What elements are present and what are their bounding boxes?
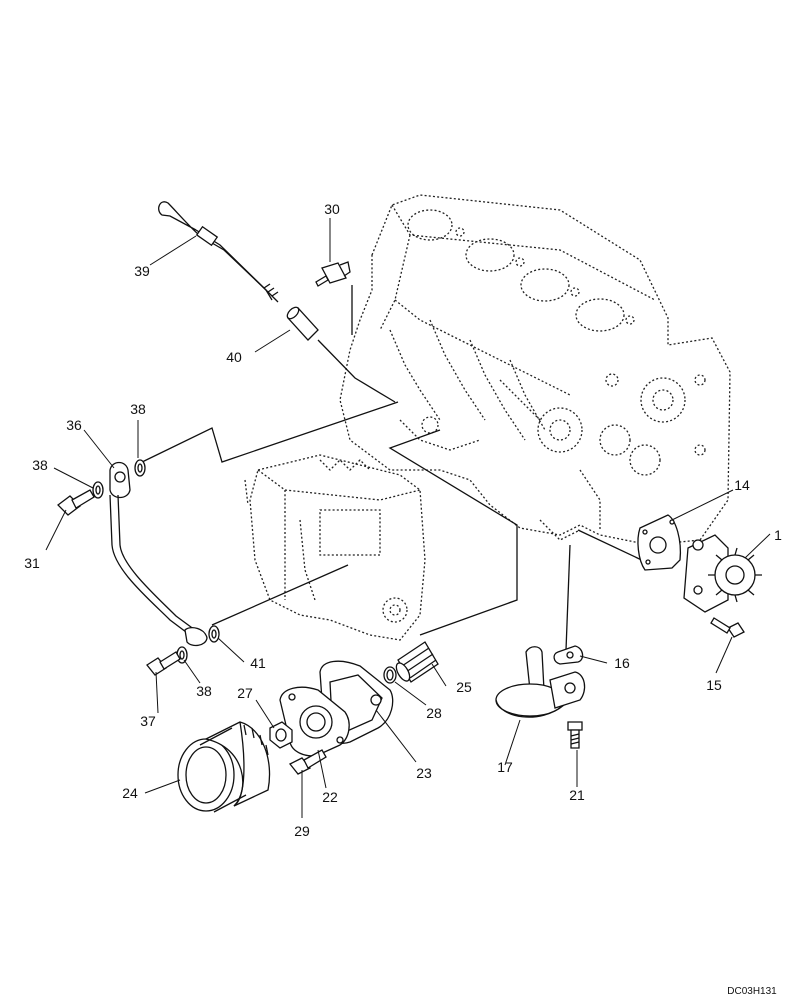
washer-38-upper (134, 459, 146, 477)
injection-pump-outline (244, 454, 426, 641)
callout-14: 14 (734, 477, 750, 493)
oil-filter-24-part (177, 721, 271, 813)
oil-pressure-sensor-part (315, 261, 351, 287)
dipstick-tube-part (286, 306, 319, 341)
callout-38-lower: 38 (32, 457, 48, 473)
callout-40: 40 (226, 349, 242, 365)
callout-36: 37 (140, 713, 156, 729)
callout-15: 15 (706, 677, 722, 693)
callout-23: 23 (416, 765, 432, 781)
callout-1: 1 (774, 527, 782, 543)
callout-17: 17 (497, 759, 513, 775)
relief-valve-part (395, 641, 439, 683)
washer-41-part (208, 625, 220, 643)
callout-37: 38 (196, 683, 212, 699)
callout-41: 41 (250, 655, 266, 671)
callout-21: 21 (569, 787, 585, 803)
figure-code: DC03H131 (727, 986, 777, 997)
o-ring-27-part (383, 666, 397, 684)
bolt-36-part (146, 651, 181, 676)
bolt-21-part (567, 721, 583, 749)
engine-block-outline (339, 194, 731, 546)
callout-25: 25 (456, 679, 472, 695)
callout-22: 22 (322, 789, 338, 805)
callout-labels: 30 39 40 38 36 38 31 41 38 37 27 24 29 2… (24, 201, 782, 839)
oil-pump-1-part (683, 534, 762, 613)
washer-38-lower (92, 481, 104, 499)
assembly-lines (137, 285, 649, 651)
callout-31: 36 (66, 417, 82, 433)
bolt-28-part (288, 749, 327, 775)
callout-29: 30 (324, 201, 340, 217)
gasket-16-part (553, 645, 584, 665)
callout-16: 16 (614, 655, 630, 671)
banjo-fitting-part (109, 461, 131, 499)
leader-lines (45, 218, 771, 818)
nut-26-part (269, 721, 293, 749)
bolt-15-part (710, 617, 745, 638)
callout-39: 39 (134, 263, 150, 279)
callout-27: 28 (426, 705, 442, 721)
callout-30: 31 (24, 555, 40, 571)
bolt-30-part (57, 489, 95, 516)
callout-24: 24 (122, 785, 138, 801)
filter-head-22-part (279, 686, 350, 757)
gasket-14-part (637, 514, 682, 571)
oil-strainer-17-part (495, 646, 586, 718)
callout-28: 29 (294, 823, 310, 839)
callout-38-upper: 38 (130, 401, 146, 417)
oil-pipe-part (109, 494, 208, 647)
callout-26: 27 (237, 685, 253, 701)
dipstick-part (158, 201, 279, 303)
